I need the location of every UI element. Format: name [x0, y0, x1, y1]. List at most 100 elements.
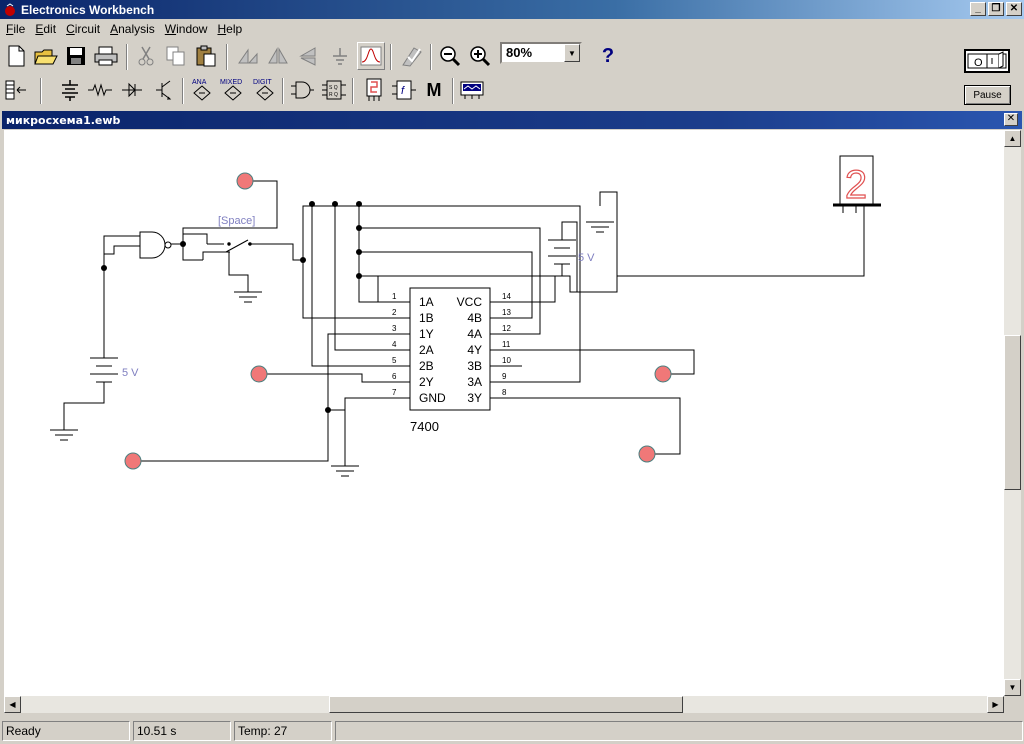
horizontal-scroll-thumb[interactable]: [329, 696, 683, 713]
logic-gates-icon[interactable]: [288, 76, 316, 104]
copy-icon[interactable]: [162, 42, 190, 70]
help-button[interactable]: ?: [594, 42, 622, 70]
probe-output-pin11[interactable]: [654, 365, 672, 383]
parts-bin-toggle-icon[interactable]: [2, 76, 30, 104]
switch-key-label: [Space]: [218, 215, 255, 227]
zoom-out-icon[interactable]: [436, 42, 464, 70]
graph-icon[interactable]: [398, 42, 426, 70]
horizontal-scrollbar[interactable]: ◀ ▶: [4, 696, 1004, 713]
diodes-icon[interactable]: [118, 76, 146, 104]
transistors-icon[interactable]: [150, 76, 178, 104]
svg-text:7: 7: [392, 388, 397, 397]
svg-text:12: 12: [502, 324, 511, 333]
probe-input-top[interactable]: [236, 172, 254, 190]
toolbar-separator: [452, 78, 454, 104]
svg-text:1Y: 1Y: [419, 327, 434, 341]
status-temp: Temp: 27: [234, 721, 332, 741]
svg-text:10: 10: [502, 356, 511, 365]
display-digit: 2: [845, 163, 867, 207]
svg-text:11: 11: [502, 340, 511, 349]
vertical-scroll-thumb[interactable]: [1004, 335, 1021, 490]
svg-text:2: 2: [392, 308, 397, 317]
instruments-icon[interactable]: [458, 76, 486, 104]
toolbar-separator: [182, 78, 184, 104]
menu-file[interactable]: File: [6, 21, 26, 36]
circuit-canvas[interactable]: [Space] 5 V 5 V: [4, 130, 1004, 696]
document-title: микросхема1.ewb: [6, 113, 121, 127]
svg-text:9: 9: [502, 372, 507, 381]
new-file-icon[interactable]: [2, 42, 30, 70]
scroll-up-icon[interactable]: ▲: [1004, 130, 1021, 147]
svg-text:5: 5: [392, 356, 397, 365]
chip-left-pin-numbers: 1 2 3 4 5 6 7: [392, 292, 397, 397]
create-subcircuit-icon[interactable]: [357, 42, 385, 70]
app-icon: [2, 2, 18, 18]
svg-text:3A: 3A: [467, 375, 482, 389]
document-title-bar[interactable]: микросхема1.ewb ✕: [2, 111, 1022, 129]
zoom-select[interactable]: 80% ▼: [500, 42, 582, 64]
print-icon[interactable]: [92, 42, 120, 70]
probes: [124, 172, 672, 470]
svg-text:1B: 1B: [419, 311, 434, 325]
junction-dots: [101, 201, 362, 413]
svg-text:8: 8: [502, 388, 507, 397]
battery-left[interactable]: [90, 357, 118, 388]
close-button[interactable]: ✕: [1006, 2, 1022, 16]
svg-text:4Y: 4Y: [467, 343, 482, 357]
flip-horizontal-icon[interactable]: [264, 42, 292, 70]
svg-text:14: 14: [502, 292, 511, 301]
probe-input-pin6[interactable]: [250, 365, 268, 383]
status-time: 10.51 s: [133, 721, 231, 741]
space-switch[interactable]: [207, 239, 252, 253]
scroll-down-icon[interactable]: ▼: [1004, 679, 1021, 696]
digital-ics-icon[interactable]: DIGIT: [250, 76, 278, 104]
rotate-icon[interactable]: [234, 42, 262, 70]
vertical-scrollbar[interactable]: ▲ ▼: [1004, 130, 1021, 696]
restore-button[interactable]: ❐: [988, 2, 1004, 16]
svg-text:13: 13: [502, 308, 511, 317]
status-empty: [335, 721, 1023, 741]
component-properties-icon[interactable]: [326, 42, 354, 70]
svg-text:S Q: S Q: [329, 85, 338, 91]
menu-analysis[interactable]: Analysis: [110, 21, 155, 36]
menu-window[interactable]: Window: [164, 21, 208, 36]
sources-icon[interactable]: [56, 76, 84, 104]
probe-input-bottom[interactable]: [124, 452, 142, 470]
save-icon[interactable]: [62, 42, 90, 70]
chip-right-pin-labels: VCC 4B 4A 4Y 3B 3A 3Y: [457, 295, 483, 405]
svg-text:4A: 4A: [467, 327, 482, 341]
analog-ics-icon[interactable]: ANA: [188, 76, 216, 104]
nand-gate[interactable]: [139, 231, 172, 259]
indicators-icon[interactable]: [360, 76, 388, 104]
zoom-in-icon[interactable]: [466, 42, 494, 70]
menu-edit[interactable]: Edit: [35, 21, 57, 36]
cut-icon[interactable]: [132, 42, 160, 70]
chevron-down-icon[interactable]: ▼: [564, 44, 580, 62]
menu-circuit[interactable]: Circuit: [66, 21, 101, 36]
controls-icon[interactable]: f: [390, 76, 418, 104]
scroll-corner: [1004, 696, 1021, 713]
mixed-ics-icon[interactable]: MIXED: [218, 76, 246, 104]
probe-output-pin8[interactable]: [638, 445, 656, 463]
menu-help[interactable]: Help: [217, 21, 243, 36]
svg-text:GND: GND: [419, 391, 446, 405]
title-bar[interactable]: Electronics Workbench _ ❐ ✕: [0, 0, 1024, 19]
battery-right[interactable]: [548, 239, 576, 270]
scroll-right-icon[interactable]: ▶: [987, 696, 1004, 713]
miscellaneous-icon[interactable]: M: [420, 76, 448, 104]
pause-button[interactable]: Pause: [964, 85, 1011, 105]
power-switch-icon: O: [967, 51, 1007, 69]
scroll-left-icon[interactable]: ◀: [4, 696, 21, 713]
chip-name: 7400: [410, 419, 439, 434]
menu-bar: File Edit Circuit Analysis Window Help: [0, 19, 1024, 38]
document-close-icon[interactable]: ✕: [1004, 113, 1018, 126]
open-folder-icon[interactable]: [32, 42, 60, 70]
chip-7400[interactable]: [378, 287, 522, 411]
paste-icon[interactable]: [192, 42, 220, 70]
seven-segment-display[interactable]: 2: [833, 155, 881, 213]
basic-components-icon[interactable]: [86, 76, 114, 104]
minimize-button[interactable]: _: [970, 2, 986, 16]
power-switch[interactable]: O: [964, 49, 1010, 73]
flip-vertical-icon[interactable]: [294, 42, 322, 70]
